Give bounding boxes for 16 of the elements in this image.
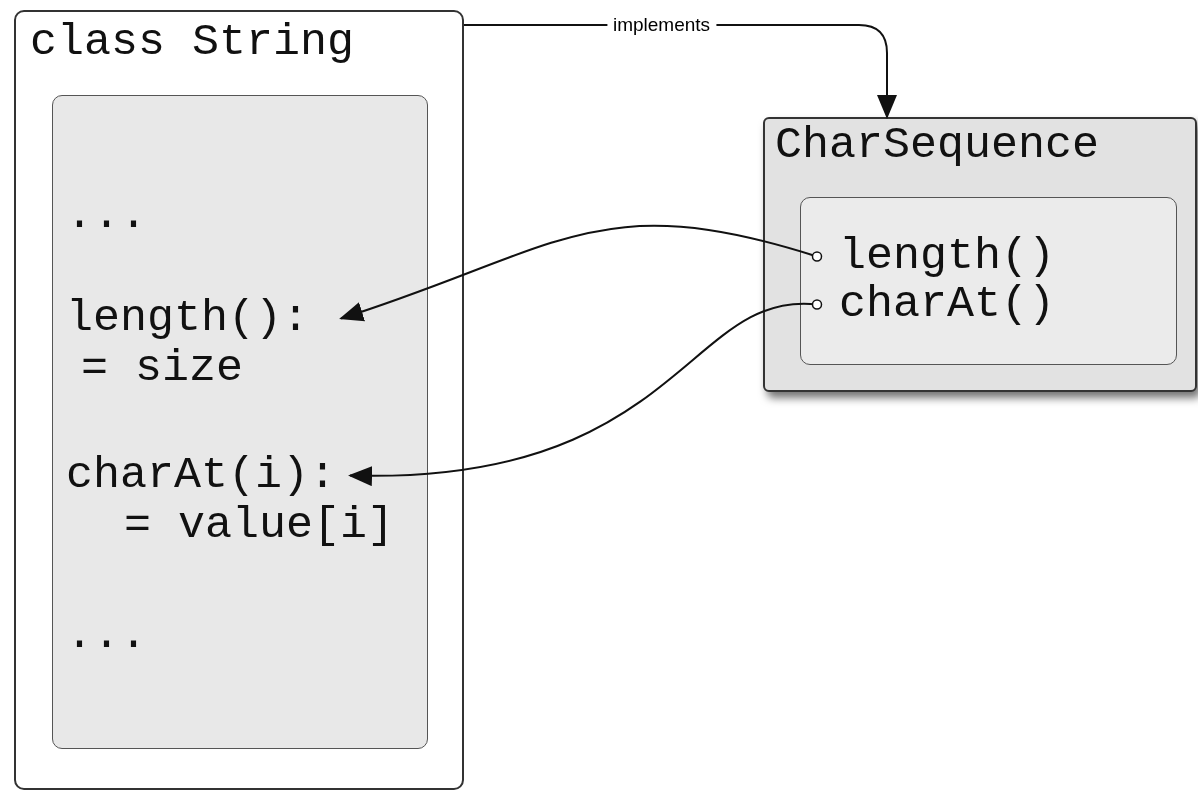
arrow (339, 224, 823, 321)
class-name: CharSequence (775, 123, 1100, 168)
arrow (348, 299, 823, 486)
code-text: = value[i] (124, 503, 395, 548)
method-text: length() (817, 234, 1056, 279)
method-panel (800, 197, 1177, 365)
code-text: = size (81, 346, 244, 391)
interface-box (763, 117, 1197, 392)
code-text: ... (66, 193, 147, 238)
code-text: ... (66, 613, 147, 658)
class-box (14, 10, 464, 790)
method-panel (52, 95, 428, 749)
class-name: class String (30, 20, 355, 65)
method-text: charAt() (817, 282, 1056, 327)
method-text: charAt(i): (66, 453, 351, 498)
method-text: length(): (66, 296, 342, 341)
